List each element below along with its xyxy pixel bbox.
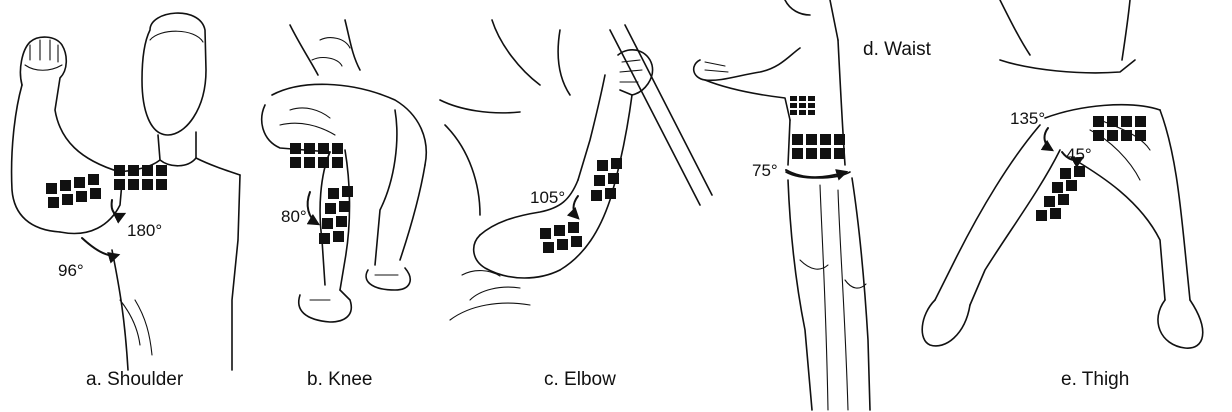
waist-sensor-array-side [792,134,845,159]
thigh-angle-label-45: 45° [1066,145,1092,164]
caption-knee: b. Knee [307,369,373,390]
knee-figure-illustration [262,20,427,322]
elbow-angle-arrow-105 [574,196,579,218]
waist-figure-illustration [694,0,870,410]
shoulder-angle-label-96: 96° [58,261,84,280]
panel-waist: 75° d. Waist [694,0,932,410]
thigh-angle-label-135: 135° [1010,109,1045,128]
waist-angle-label-75: 75° [752,161,778,180]
caption-elbow: c. Elbow [544,369,616,390]
panel-thigh: 135° 45° e. Thigh [922,0,1203,390]
caption-shoulder: a. Shoulder [86,369,184,390]
knee-angle-arrow-80 [308,192,318,224]
caption-thigh: e. Thigh [1061,369,1129,390]
thigh-angle-arrow-135 [1045,128,1052,150]
elbow-angle-label-105: 105° [530,188,565,207]
panel-knee: 80° b. Knee [262,20,427,390]
elbow-sensor-array-forearm [591,158,622,201]
panel-elbow: 105° c. Elbow [440,20,712,390]
knee-sensor-array-thigh [290,143,343,168]
shoulder-figure-illustration [12,13,240,370]
waist-sensor-array-back [790,96,815,115]
thigh-sensor-array-inner-thigh [1036,166,1085,221]
knee-angle-label-80: 80° [281,207,307,226]
panel-shoulder: 180° 96° a. Shoulder [12,13,240,390]
elbow-figure-illustration [440,20,712,320]
caption-waist: d. Waist [863,39,932,60]
elbow-sensor-array-upper-arm [540,222,582,253]
shoulder-angle-label-180: 180° [127,221,162,240]
shoulder-sensor-array-arm [46,174,101,208]
